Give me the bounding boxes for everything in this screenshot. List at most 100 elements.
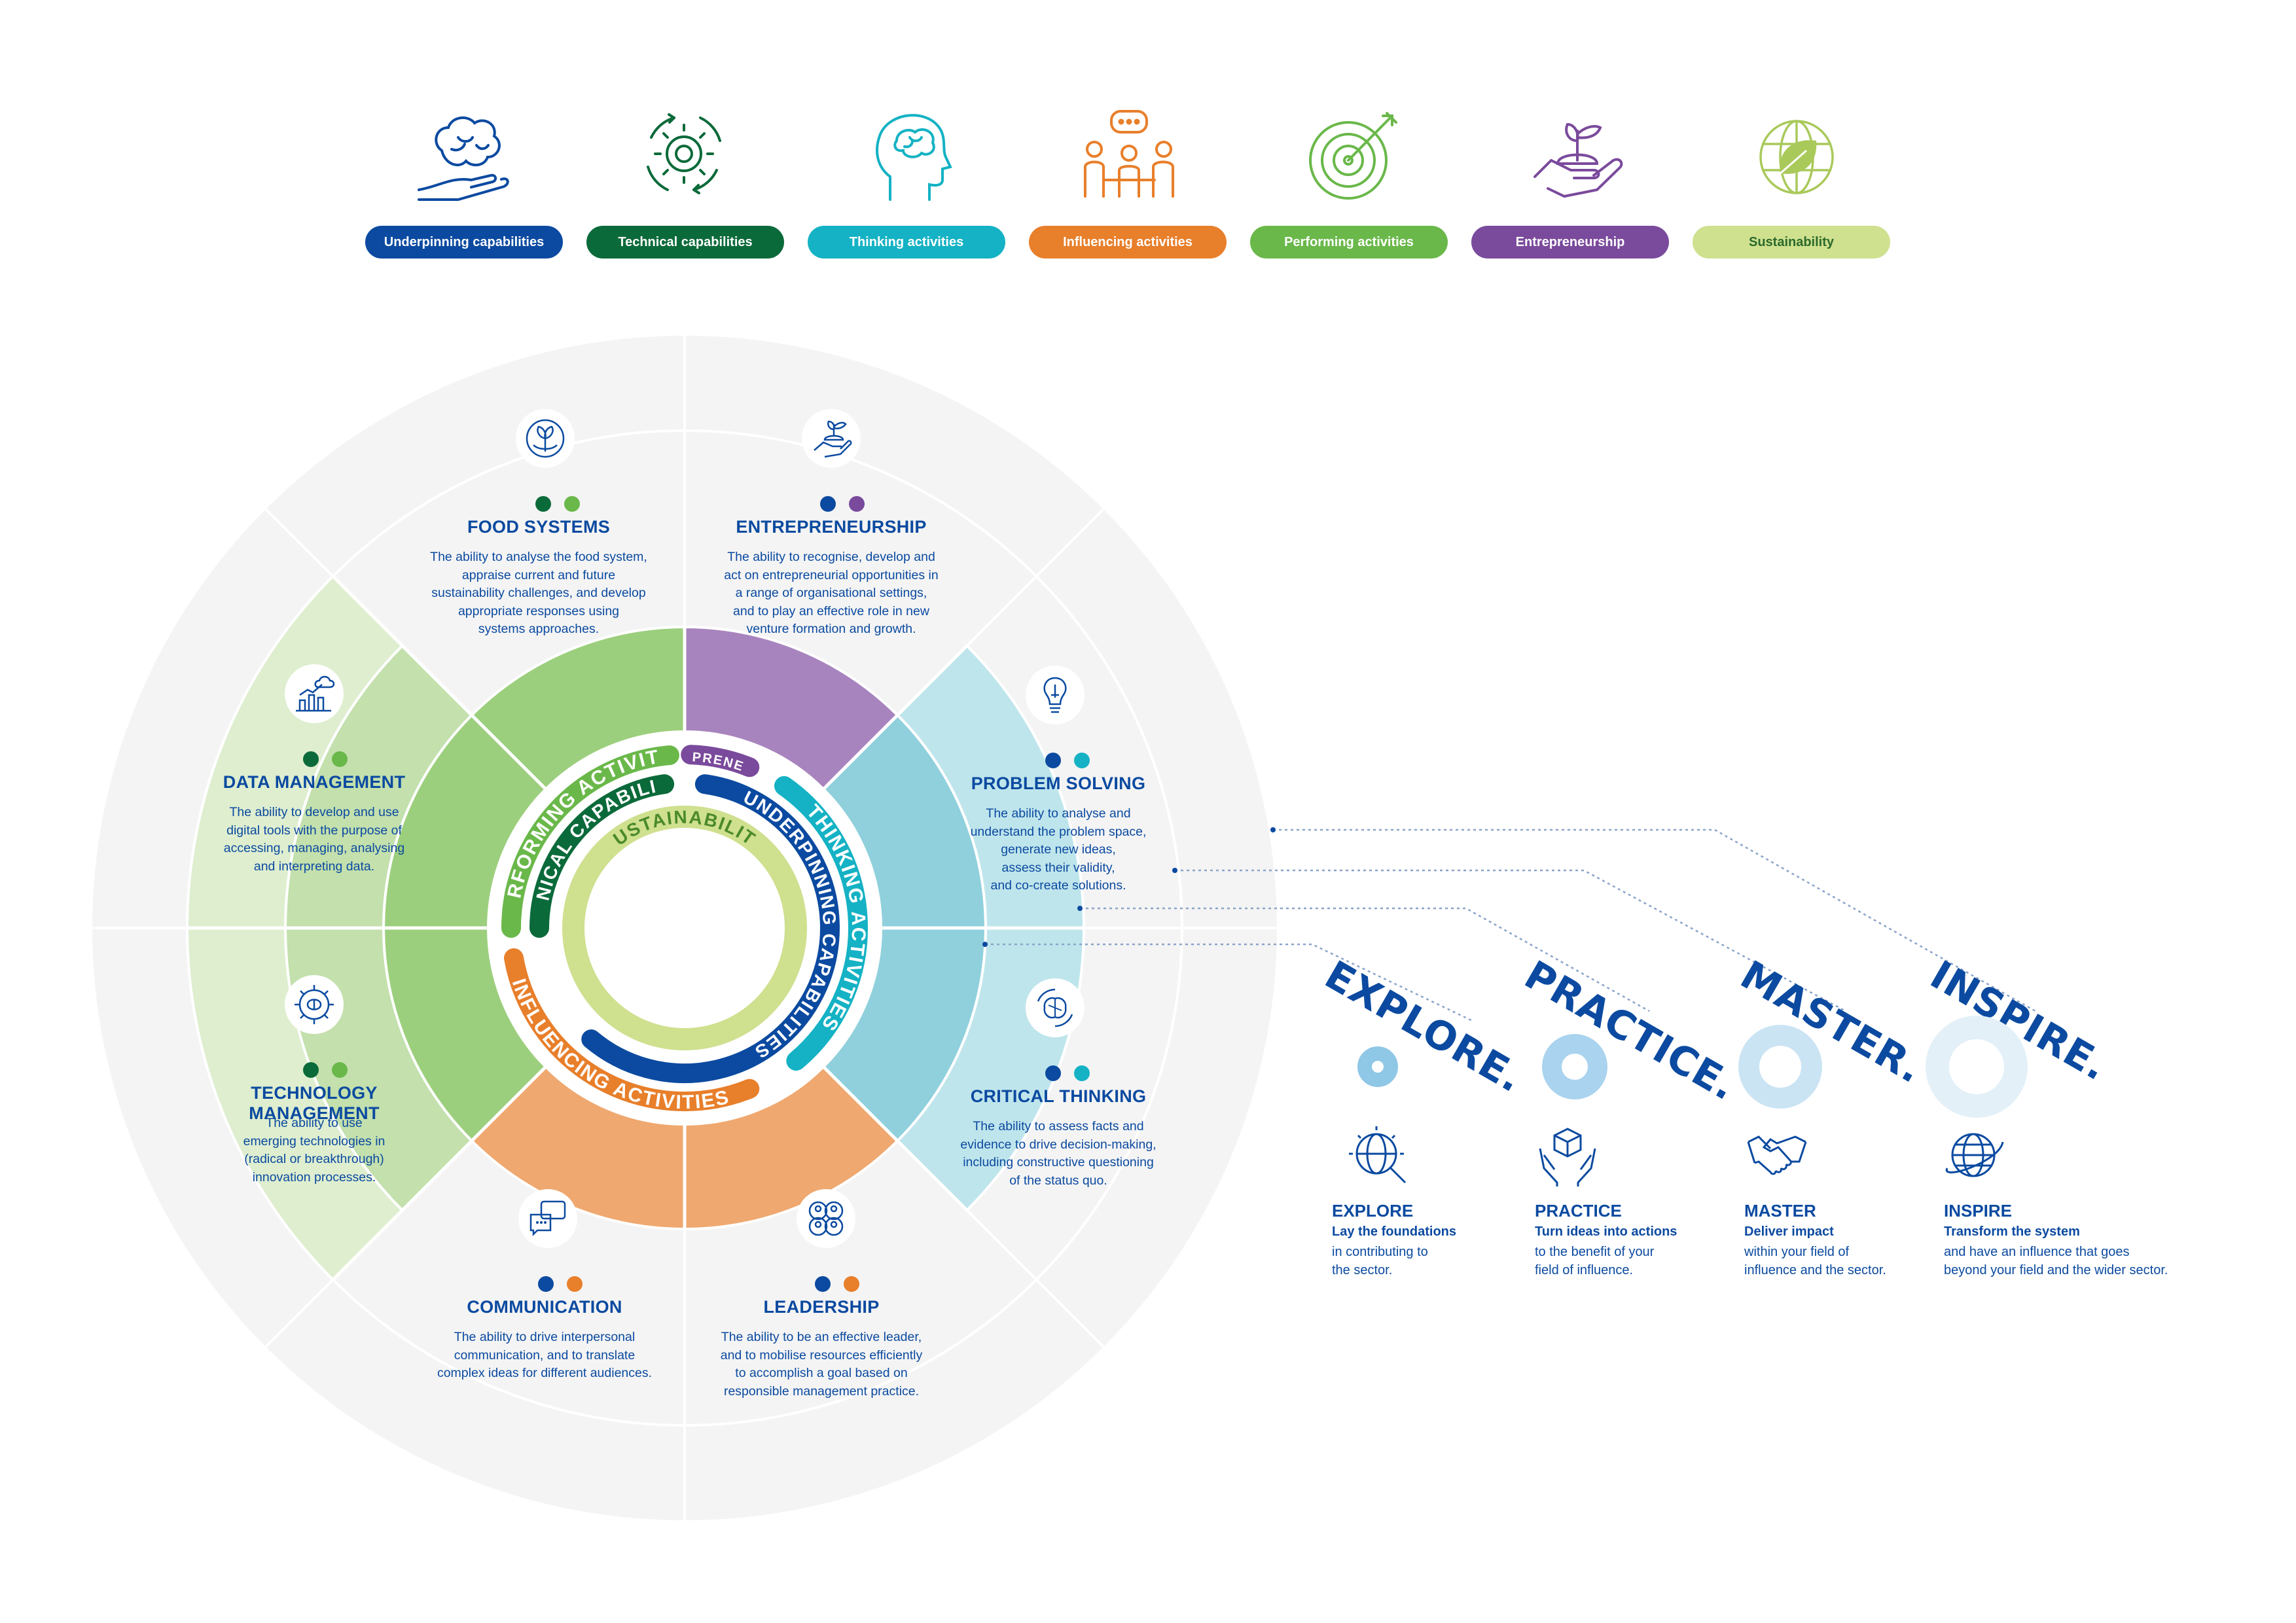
description-line: a range of organisational settings, xyxy=(735,586,927,600)
description-line: The ability to develop and use xyxy=(229,805,399,819)
description-line: The ability to use xyxy=(266,1116,363,1130)
food-systems-description: The ability to analyse the food system, a… xyxy=(414,548,663,639)
description-line: appraise current and future xyxy=(461,567,616,582)
level-ring-explore xyxy=(1357,1046,1398,1087)
ring-performing xyxy=(501,745,679,938)
chip-brain-icon xyxy=(295,985,334,1024)
description-line: field of influence. xyxy=(1535,1263,1634,1277)
ring-underpinning xyxy=(581,774,840,1083)
ring-sustainability xyxy=(562,806,807,1050)
data-management-category-dot xyxy=(303,751,319,767)
leadership-category-dot xyxy=(844,1276,859,1292)
chat-bubbles-icon xyxy=(529,1200,566,1237)
description-line: appropriate responses using xyxy=(457,603,620,618)
head-brain-icon xyxy=(876,114,952,201)
description-line: generate new ideas, xyxy=(1001,842,1116,857)
communication-icon-badge xyxy=(518,1189,577,1248)
communication-description: The ability to drive interpersonal commun… xyxy=(420,1329,669,1383)
description-line: including constructive questioning xyxy=(963,1155,1154,1169)
description-line: venture formation and growth. xyxy=(746,622,916,636)
sector-divider xyxy=(331,1065,547,1281)
description-line: The ability to analyse and xyxy=(986,806,1131,821)
food-systems-title: FOOD SYSTEMS xyxy=(467,517,611,537)
description-line: to accomplish a goal based on xyxy=(735,1366,908,1380)
ring-technical xyxy=(529,774,675,938)
hand-sprout-icon xyxy=(814,420,852,458)
level-subtitle-inspire: Transform the system xyxy=(1944,1224,2080,1239)
description-line: The ability to drive interpersonal xyxy=(454,1330,636,1344)
brain-hand-icon xyxy=(418,116,509,201)
data-management-description: The ability to develop and use digital to… xyxy=(190,804,439,876)
level-description-master: within your field of influence and the se… xyxy=(1744,1243,1886,1279)
level-ring-practice xyxy=(1542,1034,1607,1099)
sector-divider xyxy=(331,575,547,791)
description-line: complex ideas for different audiences. xyxy=(437,1366,653,1380)
level-title-practice: PRACTICE xyxy=(1535,1201,1622,1221)
entrepreneurship-category-dot xyxy=(820,496,836,512)
description-line: sustainability challenges, and develop xyxy=(431,586,646,600)
description-line: emerging technologies in xyxy=(243,1133,386,1149)
cloud-chart-icon xyxy=(296,675,335,712)
ring-influencing xyxy=(504,948,760,1111)
description-line: digital tools with the purpose of xyxy=(226,823,402,838)
critical-thinking-category-dot xyxy=(1045,1065,1061,1081)
description-line: The ability to assess facts and xyxy=(973,1119,1144,1133)
globe-magnifier-icon xyxy=(1345,1122,1410,1188)
gears-cycle-icon xyxy=(647,113,721,194)
brain-cycle-icon xyxy=(1037,988,1073,1027)
entrepreneurship-title: ENTREPRENEURSHIP xyxy=(736,517,927,537)
data-management-category-dot xyxy=(332,751,348,767)
critical-thinking-description: The ability to assess facts and evidence … xyxy=(934,1118,1183,1190)
description-line: influence and the sector. xyxy=(1744,1263,1886,1277)
communication-category-dot xyxy=(538,1276,554,1292)
handshake-icon xyxy=(1744,1122,1810,1188)
technology-management-category-dot xyxy=(303,1062,319,1078)
level-title-inspire: INSPIRE xyxy=(1944,1201,2013,1221)
description-line: evidence to drive decision-making, xyxy=(960,1137,1157,1152)
food-systems-icon-badge xyxy=(516,409,575,468)
data-management-title: DATA MANAGEMENT xyxy=(223,772,406,792)
description-line: in contributing to xyxy=(1332,1245,1428,1259)
problem-solving-icon-badge xyxy=(1026,666,1085,724)
target-arrow-icon xyxy=(1309,112,1397,200)
hand-plant-icon xyxy=(1534,122,1623,198)
description-line: beyond your field and the wider sector. xyxy=(1944,1263,2168,1277)
speaking-group-icon xyxy=(1084,110,1174,198)
level-subtitle-master: Deliver impact xyxy=(1744,1224,1834,1239)
level-ring-master xyxy=(1738,1025,1822,1109)
leadership-title: LEADERSHIP xyxy=(763,1297,880,1317)
food-systems-category-dot xyxy=(535,496,551,512)
description-line: and interpreting data. xyxy=(253,859,375,874)
leadership-icon-badge xyxy=(797,1189,855,1248)
legend-technical-capabilities: Technical capabilities xyxy=(586,226,784,259)
hands-cube-icon xyxy=(1535,1122,1600,1188)
ring-thinking xyxy=(774,776,868,1071)
ring-entrepreneurship xyxy=(681,745,760,777)
description-line: and co-create solutions. xyxy=(990,878,1126,893)
description-line: within your field of xyxy=(1744,1245,1850,1259)
critical-thinking-category-dot xyxy=(1074,1065,1090,1081)
description-line: innovation processes. xyxy=(252,1169,376,1185)
description-line: The ability to be an effective leader, xyxy=(721,1330,922,1344)
technology-management-description: The ability to use emerging technologies … xyxy=(190,1115,439,1186)
sector-divider xyxy=(822,644,969,791)
description-line: communication, and to translate xyxy=(454,1347,636,1363)
level-title-explore: EXPLORE xyxy=(1332,1201,1414,1221)
entrepreneurship-icon-badge xyxy=(802,409,861,468)
description-line: accessing, managing, analysing xyxy=(223,841,405,855)
legend-entrepreneurship: Entrepreneurship xyxy=(1471,226,1669,259)
description-line: and to mobilise resources efficiently xyxy=(720,1347,923,1363)
description-line: responsible management practice. xyxy=(723,1383,920,1399)
legend-thinking-activities: Thinking activities xyxy=(808,226,1005,259)
description-line: The ability to analyse the food system, xyxy=(430,550,647,564)
description-line: systems approaches. xyxy=(478,622,600,636)
legend-sustainability: Sustainability xyxy=(1693,226,1890,259)
communication-category-dot xyxy=(567,1276,583,1292)
leadership-category-dot xyxy=(815,1276,831,1292)
